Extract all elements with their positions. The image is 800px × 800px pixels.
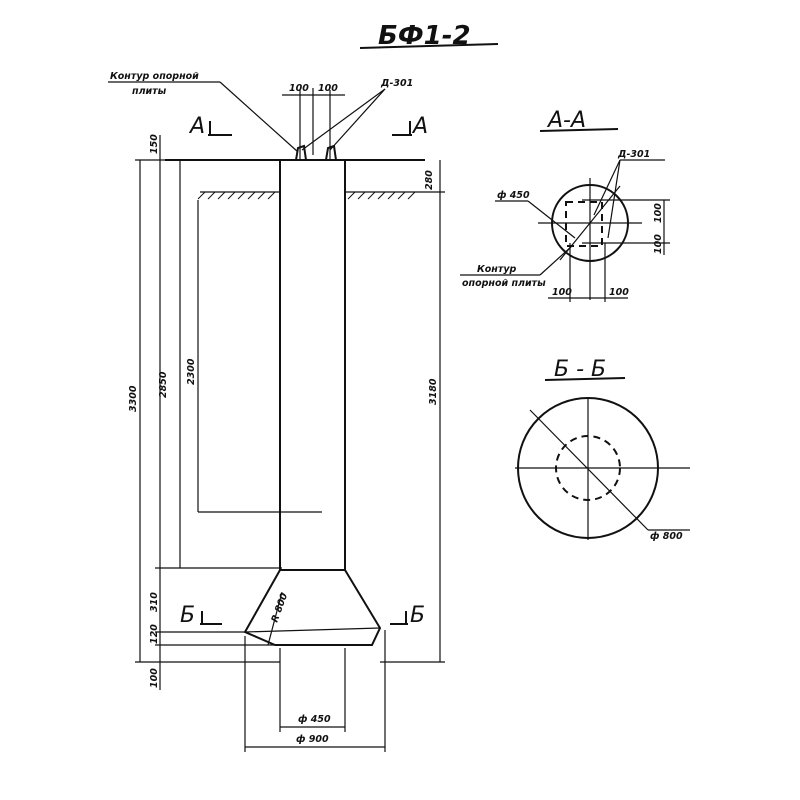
section-arrow-b-right bbox=[390, 611, 408, 625]
dim-310: 310 bbox=[149, 592, 160, 612]
dim-r800: R 800 bbox=[269, 591, 290, 624]
bolt-leader-left bbox=[301, 88, 386, 151]
dim-2300: 2300 bbox=[186, 358, 197, 385]
contour-note-line2: плиты bbox=[132, 86, 167, 97]
dim-100-left: 100 bbox=[289, 83, 309, 94]
foundation-bell bbox=[243, 569, 382, 646]
dim-phi450: ф 450 bbox=[298, 714, 331, 725]
section-aa-underline bbox=[539, 128, 619, 132]
section-aa-label-d301: Д-301 bbox=[617, 149, 650, 160]
bolt-leader-right bbox=[329, 88, 386, 151]
bell-section-line bbox=[244, 627, 381, 633]
dim-2850: 2850 bbox=[158, 371, 169, 398]
section-mark-b-left: Б bbox=[180, 603, 195, 628]
contour-note-line1: Контур опорной bbox=[110, 71, 199, 82]
anchor-bolt-right bbox=[325, 144, 337, 161]
dim-3300: 3300 bbox=[128, 385, 139, 412]
section-bb: Б - Б ф 800 bbox=[515, 357, 690, 542]
section-bb-phi800: ф 800 bbox=[650, 531, 683, 542]
section-mark-a-left: А bbox=[188, 114, 205, 139]
dim-150: 150 bbox=[149, 134, 160, 154]
dim-3180: 3180 bbox=[428, 378, 439, 405]
section-mark-a-right: А bbox=[411, 114, 428, 139]
section-aa-note-line2: опорной плиты bbox=[462, 278, 546, 289]
section-aa-dim-100-a: 100 bbox=[653, 203, 664, 223]
contour-note-leader bbox=[219, 81, 299, 153]
section-aa-plate-contour bbox=[565, 201, 603, 247]
section-aa-note-leader bbox=[539, 245, 573, 276]
section-aa-title: А-А bbox=[546, 108, 586, 133]
section-aa-d301-leader-b bbox=[607, 159, 621, 239]
section-aa-d301-leader-a bbox=[593, 159, 621, 216]
section-mark-b-right: Б bbox=[410, 603, 425, 628]
section-arrow-a-right bbox=[392, 121, 412, 136]
dim-280: 280 bbox=[424, 170, 435, 190]
section-aa-note-line1: Контур bbox=[477, 264, 517, 275]
title-underline bbox=[359, 43, 499, 49]
anchor-bolt-left bbox=[295, 144, 307, 161]
dim-phi900: ф 900 bbox=[296, 734, 329, 745]
section-aa-dim-100-d: 100 bbox=[609, 287, 629, 298]
bolt-label-d301: Д-301 bbox=[380, 78, 413, 89]
section-aa-dim-100-c: 100 bbox=[552, 287, 572, 298]
section-aa-phi450-leader bbox=[527, 200, 576, 239]
dim-100-bottom: 100 bbox=[149, 668, 160, 688]
section-aa-phi450: ф 450 bbox=[497, 190, 530, 201]
section-bb-underline bbox=[544, 377, 626, 381]
section-aa-dim-100-b: 100 bbox=[653, 234, 664, 254]
main-view: 100 100 150 280 3300 2850 2300 3180 310 … bbox=[108, 71, 445, 752]
section-aa: А-А Д-301 ф 450 Контур опорной плиты 100… bbox=[460, 108, 670, 302]
section-bb-diameter-line bbox=[529, 409, 649, 531]
section-arrow-a-left bbox=[208, 121, 232, 136]
bell-radius-line bbox=[267, 591, 283, 646]
section-arrow-b-left bbox=[200, 611, 222, 625]
dim-100-right: 100 bbox=[318, 83, 338, 94]
dim-120: 120 bbox=[149, 624, 160, 644]
ground-hatch bbox=[197, 191, 416, 200]
